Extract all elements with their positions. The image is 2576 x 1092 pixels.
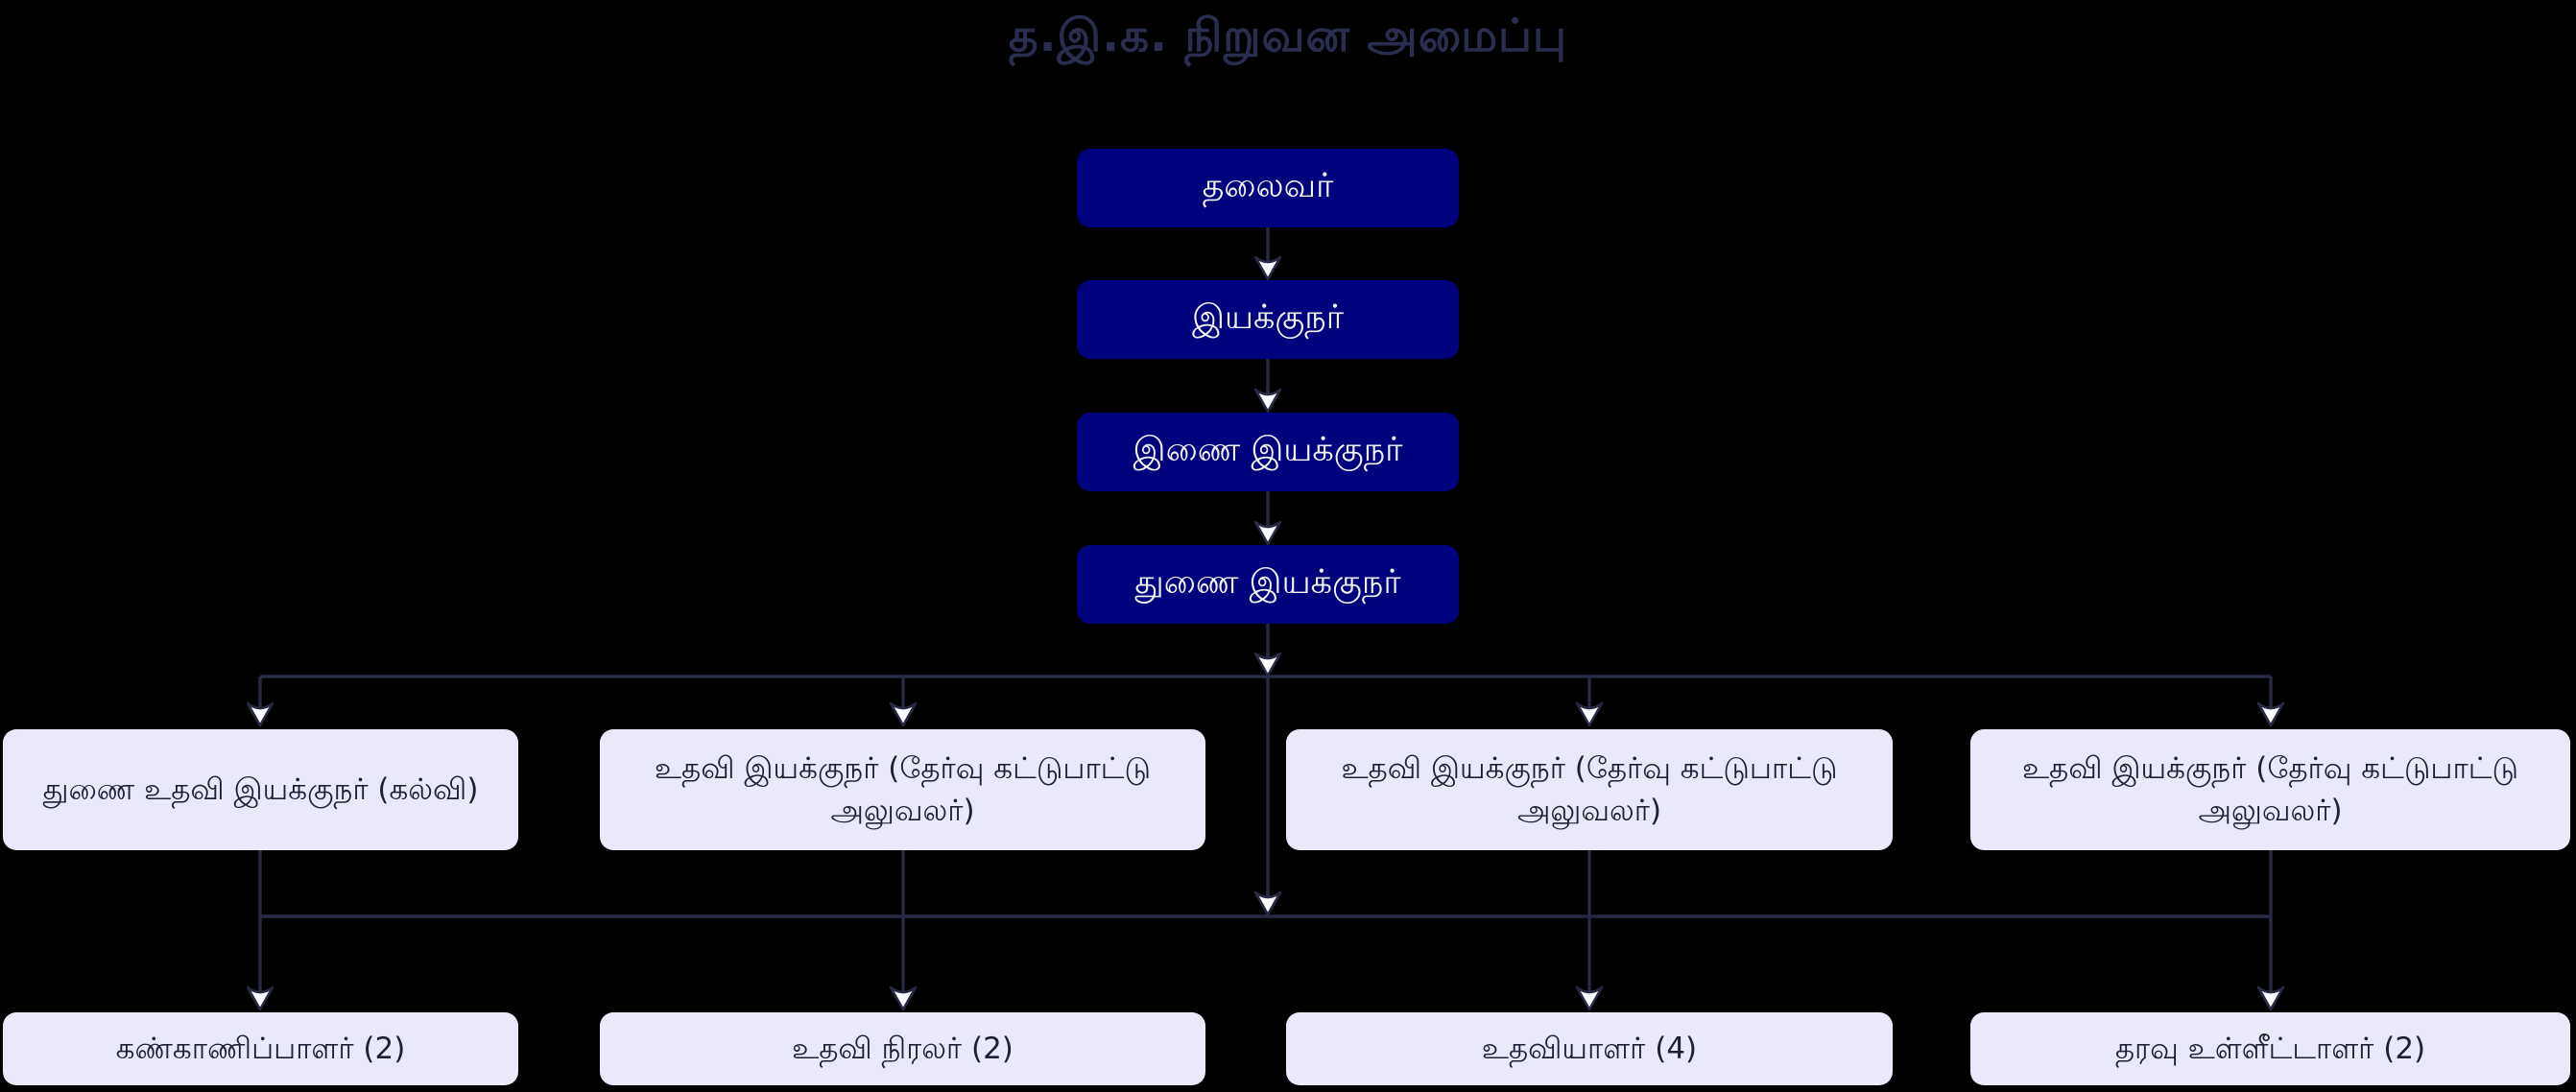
node-asst-director-exam-control-2: உதவி இயக்குநர் (தேர்வு கட்டுபாட்டு அலுவல… xyxy=(1286,729,1893,850)
arrow-icon xyxy=(1253,255,1282,281)
node-deputy-asst-director-education: துணை உதவி இயக்குநர் (கல்வி) xyxy=(3,729,518,850)
node-data-entry-operator: தரவு உள்ளீட்டாளர் (2) xyxy=(1970,1012,2570,1085)
arrow-icon xyxy=(2256,985,2285,1011)
node-joint-director: இணை இயக்குநர் xyxy=(1077,413,1459,491)
node-assistant-programmer: உதவி நிரலர் (2) xyxy=(600,1012,1205,1085)
arrow-icon xyxy=(1253,652,1282,677)
node-asst-director-exam-control-3: உதவி இயக்குநர் (தேர்வு கட்டுபாட்டு அலுவல… xyxy=(1970,729,2570,850)
node-director: இயக்குநர் xyxy=(1077,280,1459,359)
arrow-icon xyxy=(246,985,274,1011)
arrow-icon xyxy=(889,985,918,1011)
arrow-icon xyxy=(246,701,274,727)
node-chairman: தலைவர் xyxy=(1077,149,1459,227)
page-title: த.இ.க. நிறுவன அமைப்பு xyxy=(1009,10,1567,62)
arrow-icon xyxy=(1253,520,1282,546)
arrow-icon xyxy=(2256,701,2285,727)
arrow-icon xyxy=(1253,890,1282,916)
arrow-icon xyxy=(889,701,918,727)
node-supervisor: கண்காணிப்பாளர் (2) xyxy=(3,1012,518,1085)
node-deputy-director: துணை இயக்குநர் xyxy=(1077,545,1459,624)
arrowheads xyxy=(246,255,2285,1011)
arrow-icon xyxy=(1575,701,1604,727)
arrow-icon xyxy=(1253,388,1282,414)
node-asst-director-exam-control-1: உதவி இயக்குநர் (தேர்வு கட்டுபாட்டு அலுவல… xyxy=(600,729,1205,850)
node-assistant: உதவியாளர் (4) xyxy=(1286,1012,1893,1085)
arrow-icon xyxy=(1575,985,1604,1011)
